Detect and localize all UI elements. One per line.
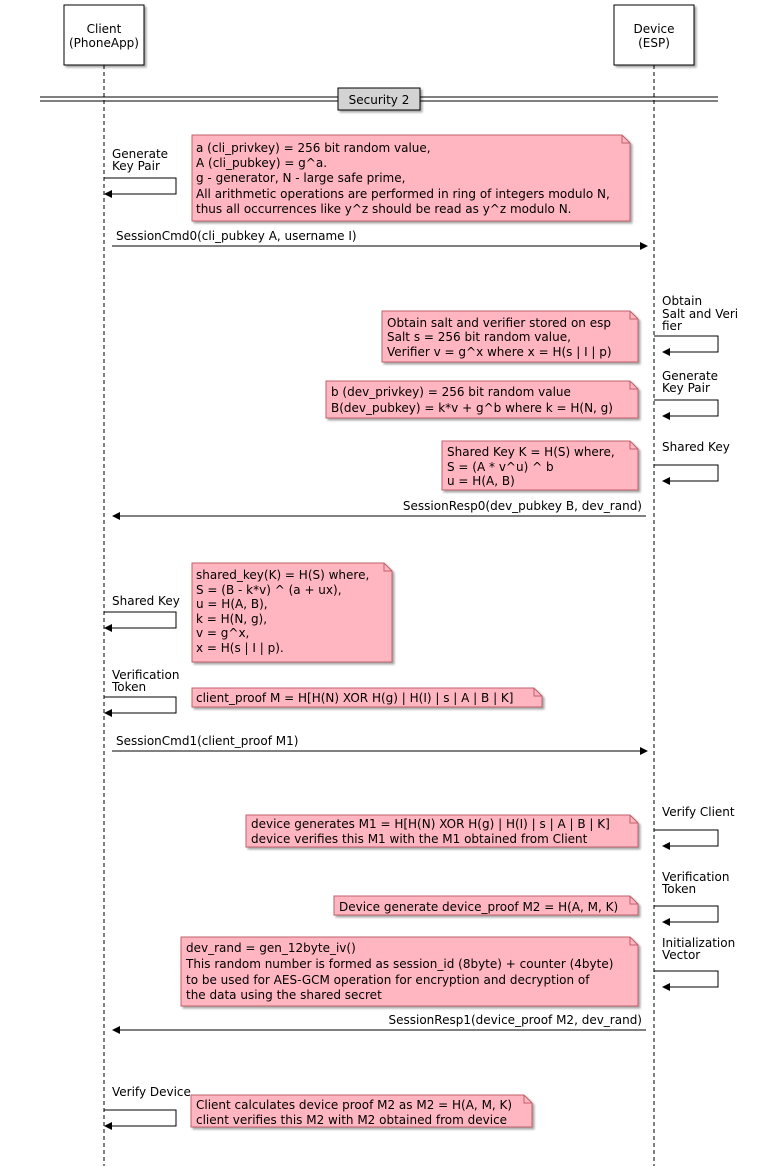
note: Shared Key K = H(S) where, S = (A * v^u)… [441, 440, 639, 491]
note-line: dev_rand = gen_12byte_iv() [186, 941, 356, 955]
self-message-device-verify-client: Verify Client [654, 805, 735, 850]
self-message-label: Initialization [662, 936, 735, 950]
note: a (cli_privkey) = 256 bit random value, … [191, 134, 631, 222]
note-line: A (cli_pubkey) = g^a. [196, 156, 327, 170]
note-line: This random number is formed as session_… [185, 957, 613, 971]
section-divider: Security 2 [40, 87, 718, 111]
self-message-device-verification-token: Verification Token [654, 870, 729, 926]
note: dev_rand = gen_12byte_iv() This random n… [180, 936, 639, 1007]
self-message-label: Obtain [662, 294, 702, 308]
self-message-label: Vector [662, 948, 700, 962]
self-message-label: Key Pair [112, 159, 160, 173]
self-message-label: fier [662, 319, 682, 333]
self-message-device-shared-key: Shared Key [654, 440, 730, 485]
note-line: Shared Key K = H(S) where, [447, 445, 615, 459]
note: client_proof M = H[H(N) XOR H(g) | H(I) … [191, 687, 543, 708]
note-line: u = H(A, B), [196, 597, 268, 611]
message-session-resp0: SessionResp0(dev_pubkey B, dev_rand) [112, 499, 646, 520]
self-message-device-generate-keypair: Generate Key Pair [654, 369, 719, 420]
note-line: k = H(N, g), [196, 612, 267, 626]
note-line: client verifies this M2 with M2 obtained… [196, 1113, 507, 1127]
client-participant-name: Client [87, 22, 122, 36]
note-line: Obtain salt and verifier stored on esp [387, 316, 611, 330]
note: Device generate device_proof M2 = H(A, M… [333, 895, 639, 916]
message-label: SessionCmd0(cli_pubkey A, username I) [116, 229, 357, 243]
note-line: b (dev_privkey) = 256 bit random value [331, 385, 571, 399]
note-line: u = H(A, B) [447, 474, 515, 488]
client-participant: Client (PhoneApp) [63, 4, 145, 66]
note: Obtain salt and verifier stored on esp S… [381, 310, 639, 363]
note-line: B(dev_pubkey) = k*v + g^b where k = H(N,… [331, 401, 613, 415]
self-message-label: Verify Device [112, 1085, 191, 1099]
self-message-device-obtain-salt: Obtain Salt and Veri fier [654, 294, 738, 356]
self-message-label: Shared Key [662, 440, 730, 454]
self-message-device-initialization-vector: Initialization Vector [654, 936, 735, 991]
note-line: shared_key(K) = H(S) where, [196, 568, 369, 582]
note: Client calculates device proof M2 as M2 … [190, 1094, 533, 1128]
self-message-client-generate-keypair: Generate Key Pair [104, 147, 177, 198]
device-participant-name: Device [633, 22, 674, 36]
message-session-resp1: SessionResp1(device_proof M2, dev_rand) [112, 1013, 646, 1034]
note-line: thus all occurrences like y^z should be … [196, 202, 572, 216]
note-line: to be used for AES-GCM operation for enc… [186, 973, 590, 987]
message-session-cmd1: SessionCmd1(client_proof M1) [112, 734, 648, 755]
device-participant-subtitle: (ESP) [638, 36, 670, 50]
note-line: client_proof M = H[H(N) XOR H(g) | H(I) … [196, 691, 513, 705]
note-line: Device generate device_proof M2 = H(A, M… [339, 900, 618, 914]
self-message-label: Verification [112, 668, 179, 682]
note-line: x = H(s | I | p). [196, 641, 284, 655]
note-line: Client calculates device proof M2 as M2 … [196, 1098, 512, 1112]
message-label: SessionResp1(device_proof M2, dev_rand) [389, 1013, 643, 1027]
client-participant-subtitle: (PhoneApp) [69, 36, 139, 50]
note-line: v = g^x, [196, 626, 249, 640]
note-line: All arithmetic operations are performed … [196, 187, 610, 201]
self-message-label: Salt and Veri [662, 307, 738, 321]
self-message-client-verify-device: Verify Device [104, 1085, 191, 1130]
self-message-label: Token [661, 882, 696, 896]
self-message-label: Generate [662, 369, 718, 383]
self-message-client-shared-key: Shared Key [104, 594, 180, 632]
self-message-label: Shared Key [112, 594, 180, 608]
self-message-label: Key Pair [662, 381, 710, 395]
note-line: device verifies this M1 with the M1 obta… [251, 832, 588, 846]
note-line: S = (B - k*v) ^ (a + ux), [196, 583, 342, 597]
message-label: SessionCmd1(client_proof M1) [116, 734, 298, 748]
self-message-label: Verify Client [662, 805, 735, 819]
self-message-client-verification-token: Verification Token [104, 668, 179, 717]
divider-label: Security 2 [349, 93, 410, 107]
self-message-label: Verification [662, 870, 729, 884]
note-line: a (cli_privkey) = 256 bit random value, [196, 141, 431, 155]
note: b (dev_privkey) = 256 bit random value B… [325, 380, 639, 419]
self-message-label: Token [111, 680, 146, 694]
note-line: S = (A * v^u) ^ b [447, 460, 554, 474]
device-participant: Device (ESP) [613, 4, 695, 66]
note-line: Salt s = 256 bit random value, [387, 330, 571, 344]
note-line: device generates M1 = H[H(N) XOR H(g) | … [251, 817, 610, 831]
note: device generates M1 = H[H(N) XOR H(g) | … [245, 814, 639, 848]
note-line: g - generator, N - large safe prime, [196, 171, 405, 185]
self-message-label: Generate [112, 147, 168, 161]
note: shared_key(K) = H(S) where, S = (B - k*v… [191, 562, 393, 663]
message-label: SessionResp0(dev_pubkey B, dev_rand) [403, 499, 642, 513]
note-line: the data using the shared secret [186, 988, 382, 1002]
note-line: Verifier v = g^x where x = H(s | I | p) [387, 345, 612, 359]
message-session-cmd0: SessionCmd0(cli_pubkey A, username I) [112, 229, 648, 250]
